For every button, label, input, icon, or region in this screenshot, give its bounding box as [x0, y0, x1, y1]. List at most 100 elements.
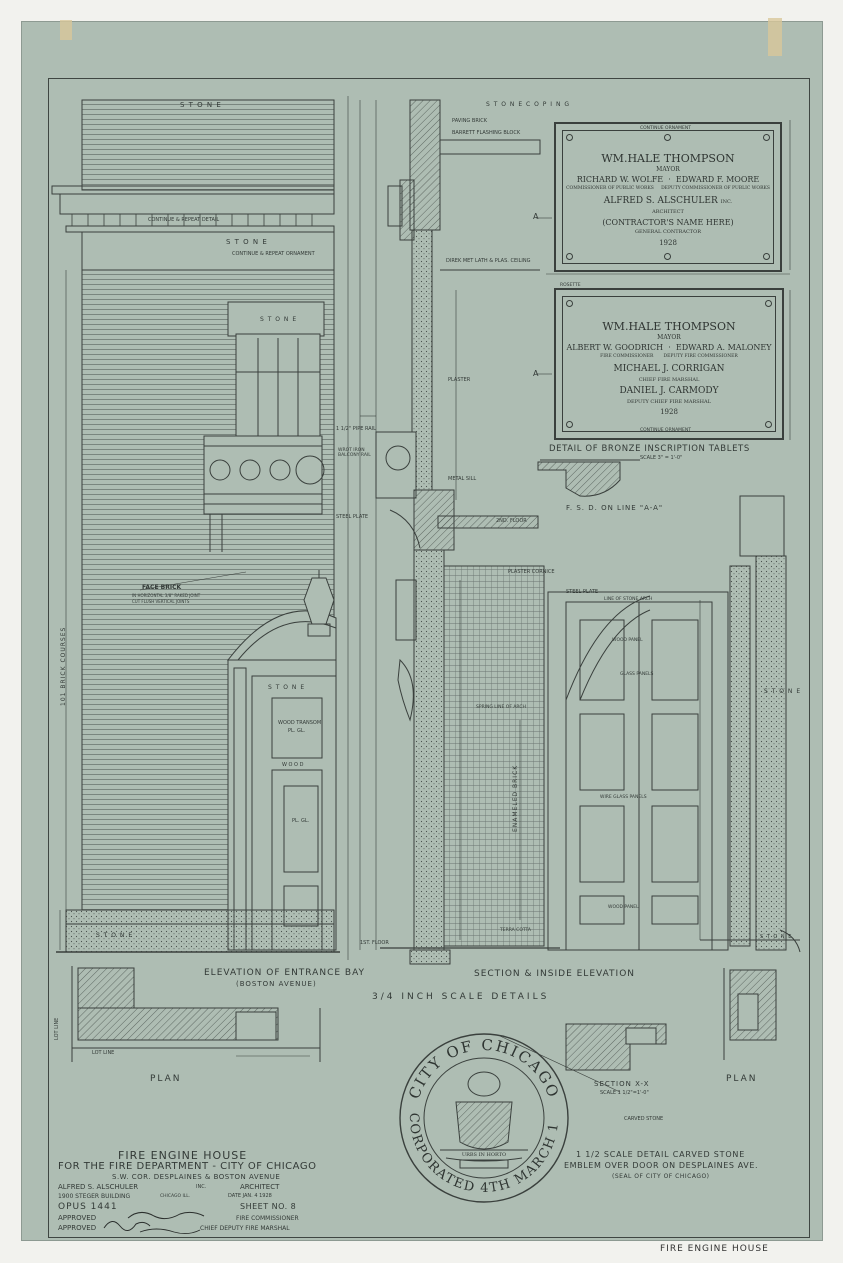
- spring-line-label: SPRING LINE OF ARCH: [476, 705, 526, 710]
- first-floor-label: 1ST. FLOOR: [360, 940, 389, 946]
- band-note: CONTINUE & REPEAT ORNAMENT: [232, 251, 315, 257]
- tablet-architect-suffix: INC.: [720, 199, 733, 205]
- tablets-scale: SCALE 3" = 1'-0": [640, 455, 683, 461]
- archive-stamp: FIRE ENGINE HOUSE: [660, 1244, 769, 1254]
- plaster-label: PLASTER: [448, 377, 471, 383]
- second-floor-label: 2ND. FLOOR: [496, 518, 527, 524]
- elevation-title: ELEVATION OF ENTRANCE BAY: [204, 968, 366, 978]
- tablet-mayor-title: MAYOR: [657, 334, 681, 341]
- tablet-left-name: RICHARD W. WOLFE: [576, 175, 664, 184]
- tablet-mayor-title: MAYOR: [656, 166, 680, 173]
- inscription-tablet-top: WM.HALE THOMPSON MAYOR RICHARD W. WOLFE …: [554, 122, 782, 272]
- title-block-inc: INC.: [196, 1184, 207, 1190]
- face-brick-note: IN HORIZONTAL 3/8" RAKED JOINT: [132, 593, 201, 598]
- tablet-commissioner-roles: FIRE COMMISSIONER DEPUTY FIRE COMMISSION…: [556, 354, 782, 359]
- tablet-right-role: DEPUTY FIRE COMMISSIONER: [663, 354, 738, 359]
- emblem-title: 1 1/2 SCALE DETAIL CARVED STONE: [576, 1150, 746, 1159]
- tablet-year: 1928: [659, 239, 677, 247]
- emblem-title: EMBLEM OVER DOOR ON DESPLAINES AVE.: [564, 1161, 759, 1170]
- emblem-subtitle: (SEAL OF CITY OF CHICAGO): [612, 1173, 710, 1180]
- seal-bottom-text: INCORPORATED 4TH MARCH 1837: [396, 1030, 562, 1196]
- tablet-right-name: EDWARD F. MOORE: [675, 175, 760, 184]
- tablet-right-name: EDWARD A. MALONEY: [675, 343, 772, 352]
- title-block-architect: ALFRED S. ALSCHULER: [58, 1183, 139, 1191]
- tablet-left-role: COMMISSIONER OF PUBLIC WORKS: [566, 186, 654, 191]
- tablet-deputy: DANIEL J. CARMODY: [619, 386, 719, 396]
- door-wood-label: W O O D: [282, 762, 304, 768]
- section-xx-scale: SCALE 1 1/2"=1'-0": [600, 1090, 649, 1096]
- fsd-label: F. S. D. ON LINE "A-A": [566, 504, 664, 512]
- wood-panel-label: WOOD PANEL: [612, 638, 643, 643]
- ceiling-label: DIREK MET LATH & PLAS. CEILING: [446, 258, 531, 264]
- enameled-brick-label: ENAMELED BRICK: [512, 764, 519, 832]
- stone-arch-label: LINE OF STONE ARCH: [604, 597, 653, 602]
- lot-line-label: LOT LINE: [54, 1017, 60, 1040]
- title-block-approved: APPROVED: [58, 1224, 97, 1232]
- stone-label: S T O N E: [226, 238, 268, 246]
- tablets-title: DETAIL OF BRONZE INSCRIPTION TABLETS: [549, 444, 750, 454]
- inscription-tablet-bottom: WM.HALE THOMPSON MAYOR ALBERT W. GOODRIC…: [554, 288, 784, 440]
- title-block-sheet: SHEET NO. 8: [240, 1202, 297, 1211]
- tablet-mayor-name: WM.HALE THOMPSON: [602, 320, 736, 333]
- tablet-marshal: MICHAEL J. CORRIGAN: [613, 364, 725, 374]
- metal-sill-label: METAL SILL: [448, 476, 477, 482]
- title-block-architect-role: ARCHITECT: [240, 1183, 280, 1191]
- tablet-contractor-role: GENERAL CONTRACTOR: [635, 229, 701, 235]
- wood-transom-label: WOOD TRANSOM: [278, 720, 322, 726]
- lot-line-label: LOT LINE: [92, 1050, 115, 1056]
- plan-title: PLAN: [726, 1074, 758, 1084]
- tablet-commissioners: ALBERT W. GOODRICH · EDWARD A. MALONEY: [566, 343, 772, 352]
- plan-title: PLAN: [150, 1074, 182, 1084]
- title-block-date: DATE JAN. 4 1928: [228, 1193, 272, 1199]
- carved-stone-label: CARVED STONE: [624, 1116, 664, 1122]
- stone-label: S T O N E: [260, 316, 298, 323]
- section-mark: A: [533, 369, 539, 378]
- title-block-location: S.W. COR. DESPLAINES & BOSTON AVENUE: [112, 1173, 281, 1181]
- title-block-approver-role: FIRE COMMISSIONER: [236, 1215, 299, 1222]
- stone-label: S T O N E: [268, 684, 306, 691]
- title-block-city: CHICAGO ILL.: [160, 1194, 191, 1199]
- paving-brick-label: PAVING BRICK: [452, 118, 488, 124]
- tablet-marshal-role: CHIEF FIRE MARSHAL: [638, 377, 700, 383]
- tablet-commissioners: RICHARD W. WOLFE · EDWARD F. MOORE: [576, 175, 760, 184]
- elevation-subtitle: (BOSTON AVENUE): [236, 980, 317, 988]
- continue-ornament-label: CONTINUE ORNAMENT: [640, 428, 692, 433]
- tablet-architect: ALFRED S. ALSCHULER INC.: [556, 196, 780, 206]
- rosette-label: ROSETTE: [560, 283, 581, 288]
- tablet-left-name: ALBERT W. GOODRICH: [566, 343, 664, 352]
- plaster-cornice-label: PLASTER CORNICE: [508, 569, 555, 575]
- tablet-architect-name: ALFRED S. ALSCHULER: [603, 196, 718, 206]
- section-mark: A: [533, 212, 539, 221]
- tablet-architect-role: ARCHITECT: [652, 209, 684, 215]
- face-brick-title: FACE BRICK: [142, 584, 182, 591]
- balcony-rail-label: WROT IRON BALCONY RAIL: [338, 448, 371, 458]
- glass-panels-label: GLASS PANELS: [620, 672, 654, 677]
- stone-label: S T O N E: [180, 101, 222, 109]
- pipe-rail-label: 1 1/2" PIPE RAIL: [336, 426, 376, 432]
- stone-label: S T O N E: [96, 932, 134, 939]
- tape-strip: [60, 20, 72, 40]
- tablet-mayor-name: WM.HALE THOMPSON: [601, 152, 735, 165]
- scale-details-title: 3/4 INCH SCALE DETAILS: [372, 992, 550, 1002]
- steel-plate-label: STEEL PLATE: [336, 514, 369, 520]
- stone-label: S T O N E: [760, 934, 793, 940]
- door-glass-label: PL. GL.: [292, 818, 310, 824]
- tablet-contractor: (CONTRACTOR'S NAME HERE): [602, 218, 734, 227]
- stone-label: S T O N E: [764, 688, 802, 695]
- tablet-deputy-role: DEPUTY CHIEF FIRE MARSHAL: [627, 399, 711, 405]
- wood-panel-label: WOOD PANEL: [608, 905, 639, 910]
- title-block-project: FIRE ENGINE HOUSE: [118, 1149, 248, 1162]
- continue-ornament-label: CONTINUE ORNAMENT: [640, 126, 692, 131]
- section-title: SECTION & INSIDE ELEVATION: [474, 969, 636, 979]
- tablet-left-role: FIRE COMMISSIONER: [600, 354, 654, 359]
- title-block-address: 1900 STEGER BUILDING: [58, 1193, 131, 1200]
- tablet-commissioner-roles: COMMISSIONER OF PUBLIC WORKS DEPUTY COMM…: [556, 186, 780, 191]
- seal-top-text: CITY OF CHICAGO: [405, 1036, 563, 1102]
- tablet-right-role: DEPUTY COMMISSIONER OF PUBLIC WORKS: [661, 186, 770, 191]
- steel-plate-label: STEEL PLATE: [566, 589, 599, 595]
- face-brick-note: CUT FLUSH VERTICAL JOINTS: [132, 599, 190, 604]
- sheet-border: [48, 78, 810, 1238]
- title-block-client: FOR THE FIRE DEPARTMENT - CITY OF CHICAG…: [58, 1161, 317, 1172]
- terra-cotta-label: TERRA COTTA: [500, 928, 532, 933]
